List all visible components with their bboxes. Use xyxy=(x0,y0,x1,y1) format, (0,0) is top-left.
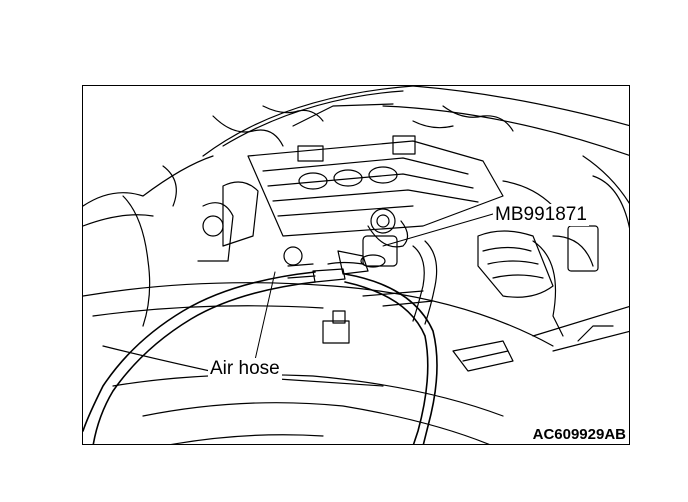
right-fender xyxy=(532,155,629,352)
engine-bay-illustration: MB991871 Air hose AC609929AB xyxy=(82,85,630,445)
leader-lines xyxy=(254,213,494,361)
figure-id-label: AC609929AB xyxy=(531,426,627,443)
radiator-cap-tester xyxy=(327,208,409,275)
hose-fittings xyxy=(287,263,346,283)
upper-radiator-hose xyxy=(412,240,438,325)
air-intake-duct xyxy=(477,225,599,337)
front-bumper xyxy=(83,282,554,444)
raised-hood xyxy=(202,86,629,157)
engine-wiring xyxy=(162,105,554,207)
engine-block xyxy=(197,135,504,266)
engine-bay-line-art xyxy=(83,86,629,444)
special-tool-callout: MB991871 xyxy=(493,204,589,226)
air-hose-callout: Air hose xyxy=(208,358,282,380)
air-hose xyxy=(83,271,438,444)
left-fender xyxy=(83,155,214,327)
